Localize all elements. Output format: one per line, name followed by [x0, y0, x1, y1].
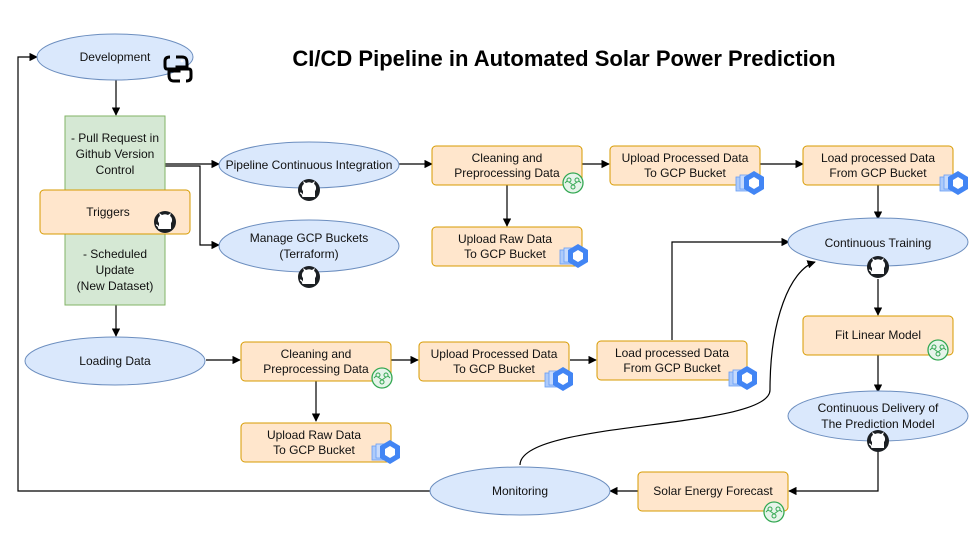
upload-raw-bottom-line-1: Upload Raw Data: [267, 428, 361, 442]
upload-raw-top-line-1: Upload Raw Data: [458, 232, 552, 246]
github-icon: [153, 210, 177, 234]
node-triggers: Triggers: [39, 189, 191, 235]
edge-delivery-forecast: [788, 450, 879, 496]
monitoring-label: Monitoring: [492, 484, 548, 498]
edge-triggers-manage-gcp: [165, 165, 220, 250]
node-solar-forecast: Solar Energy Forecast: [637, 471, 789, 523]
continuous-training-label: Continuous Training: [825, 236, 932, 250]
node-continuous-delivery: Continuous Delivery of The Prediction Mo…: [787, 390, 969, 453]
cleaning-top-line-1: Cleaning and: [472, 151, 543, 165]
node-fit-linear: Fit Linear Model: [802, 315, 954, 361]
edge-monitoring-training: [519, 260, 816, 466]
node-loading-data: Loading Data: [24, 336, 206, 386]
node-upload-raw-top: Upload Raw Data To GCP Bucket: [431, 226, 589, 269]
load-processed-bottom-line-1: Load processed Data: [615, 346, 729, 360]
load-processed-top-line-1: Load processed Data: [821, 151, 935, 165]
cleaning-bottom-line-2: Preprocessing Data: [263, 362, 369, 376]
github-icon: [866, 255, 890, 279]
ml-brain-icon: [562, 172, 584, 194]
upload-processed-bottom-line-1: Upload Processed Data: [431, 347, 558, 361]
trigger-bottom-line-3: (New Dataset): [77, 279, 154, 293]
cleaning-bottom-line-1: Cleaning and: [281, 347, 352, 361]
node-continuous-training: Continuous Training: [787, 217, 969, 279]
trigger-bottom-line-2: Update: [96, 263, 135, 277]
node-load-processed-bottom: Load processed Data From GCP Bucket: [596, 340, 758, 391]
node-upload-processed-top: Upload Processed Data To GCP Bucket: [609, 145, 765, 196]
manage-gcp-line-1: Manage GCP Buckets: [250, 231, 369, 245]
ml-brain-icon: [927, 339, 949, 361]
manage-gcp-line-2: (Terraform): [279, 247, 338, 261]
upload-raw-bottom-line-2: To GCP Bucket: [273, 443, 355, 457]
upload-raw-top-line-2: To GCP Bucket: [464, 247, 546, 261]
node-upload-raw-bottom: Upload Raw Data To GCP Bucket: [240, 422, 401, 465]
triggers-label: Triggers: [86, 205, 130, 219]
cleaning-top-line-2: Preprocessing Data: [454, 166, 560, 180]
node-manage-gcp: Manage GCP Buckets (Terraform): [218, 219, 400, 289]
github-icon: [297, 178, 321, 202]
node-load-processed-top: Load processed Data From GCP Bucket: [802, 145, 969, 196]
node-monitoring: Monitoring: [429, 466, 611, 516]
trigger-top-line-3: Control: [96, 163, 135, 177]
edges: [17, 52, 883, 496]
node-pipeline-ci: Pipeline Continuous Integration: [218, 141, 400, 202]
load-processed-bottom-line-2: From GCP Bucket: [623, 361, 721, 375]
fit-linear-label: Fit Linear Model: [835, 328, 921, 342]
github-icon: [297, 265, 321, 289]
loading-data-label: Loading Data: [79, 354, 151, 368]
ml-brain-icon: [763, 501, 785, 523]
continuous-delivery-line-1: Continuous Delivery of: [818, 401, 939, 415]
trigger-top-line-1: - Pull Request in: [71, 131, 159, 145]
node-upload-processed-bottom: Upload Processed Data To GCP Bucket: [418, 341, 574, 392]
edge-monitoring-dev: [17, 52, 430, 492]
solar-forecast-label: Solar Energy Forecast: [653, 484, 773, 498]
trigger-bottom-line-1: - Scheduled: [83, 247, 147, 261]
gcp-storage-icon: [559, 243, 589, 269]
page-title: CI/CD Pipeline in Automated Solar Power …: [292, 46, 835, 71]
node-cleaning-bottom: Cleaning and Preprocessing Data: [240, 341, 393, 389]
edge-load-bottom-training: [671, 237, 790, 340]
trigger-top-line-2: Github Version: [76, 147, 155, 161]
load-processed-top-line-2: From GCP Bucket: [829, 166, 927, 180]
github-icon: [866, 429, 890, 453]
gcp-storage-icon: [735, 170, 765, 196]
node-cleaning-top: Cleaning and Preprocessing Data: [431, 145, 584, 194]
ml-brain-icon: [371, 367, 393, 389]
gcp-storage-icon: [939, 170, 969, 196]
upload-processed-top-line-2: To GCP Bucket: [644, 166, 726, 180]
gcp-storage-icon: [728, 365, 758, 391]
gcp-storage-icon: [371, 439, 401, 465]
continuous-delivery-line-2: The Prediction Model: [821, 417, 934, 431]
pipeline-ci-label: Pipeline Continuous Integration: [226, 158, 393, 172]
python-icon: [163, 55, 193, 83]
upload-processed-bottom-line-2: To GCP Bucket: [453, 362, 535, 376]
gcp-storage-icon: [544, 366, 574, 392]
node-development: Development: [36, 33, 194, 83]
development-label: Development: [80, 50, 151, 64]
upload-processed-top-line-1: Upload Processed Data: [622, 151, 749, 165]
